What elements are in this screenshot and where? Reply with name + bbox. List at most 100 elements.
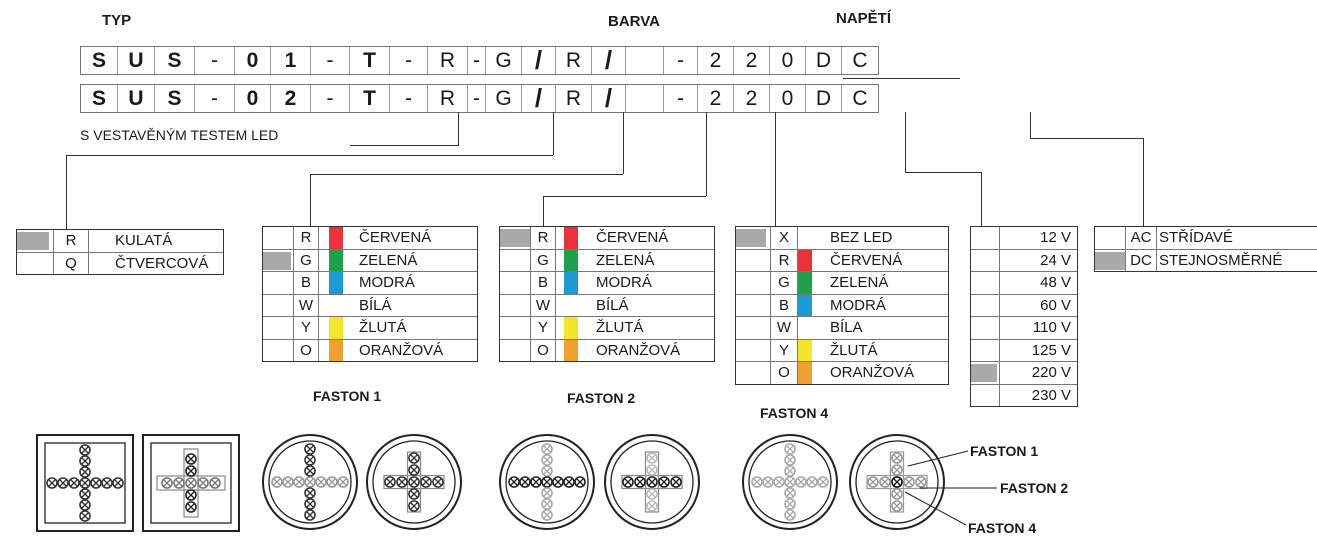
connector (775, 112, 776, 226)
option-code: G (770, 272, 798, 294)
round-lamp-outer (366, 434, 462, 530)
option-label: ORANŽOVÁ (830, 364, 915, 382)
color-swatch (798, 294, 812, 316)
led-icon (328, 478, 336, 486)
selected-marker (500, 229, 530, 247)
code-cell: G (486, 47, 522, 74)
divider (999, 339, 1000, 361)
led-icon (917, 478, 925, 486)
option-row: 60 V (971, 294, 1077, 317)
option-label: ŽLUTÁ (359, 319, 407, 337)
option-code: B (293, 272, 319, 294)
led-icon (893, 454, 901, 462)
code-cell: S (81, 47, 118, 74)
code-cell: R (428, 85, 468, 112)
led-icon (81, 512, 89, 520)
led-icon (532, 478, 540, 486)
option-code: Y (293, 317, 319, 339)
callout-faston4: FASTON 4 (968, 520, 1037, 536)
led-icon (306, 445, 314, 453)
code-cell: T (350, 47, 390, 74)
option-code: R (53, 230, 89, 252)
option-label: ČTVERCOVÁ (115, 254, 209, 272)
color-swatch (329, 317, 343, 339)
header-napeti: NAPĚTÍ (836, 10, 892, 27)
code-cell: 2 (734, 47, 770, 74)
led-icon (648, 478, 656, 486)
led-icon (295, 478, 303, 486)
code-cell: R (556, 85, 592, 112)
code-cell: 2 (271, 85, 311, 112)
option-label: 125 V (1031, 341, 1071, 359)
code-cell: - (311, 47, 350, 74)
option-row: R KULATÁ (17, 230, 223, 253)
round-lamp-outer (262, 434, 358, 530)
option-code: X (770, 227, 798, 249)
led-icon (905, 478, 913, 486)
code-cell: - (468, 85, 486, 112)
option-label: 60 V (1040, 296, 1071, 314)
option-row: 230 V (971, 384, 1077, 406)
code-cell: R (428, 47, 468, 74)
led-icon (893, 478, 901, 486)
selected-marker (17, 232, 49, 250)
round-lamp-inner (855, 440, 939, 524)
option-code: B (770, 294, 798, 316)
code-cell: - (311, 85, 350, 112)
led-icon (775, 478, 783, 486)
code-cell: / (592, 83, 626, 113)
led-icon (386, 478, 394, 486)
option-label: 230 V (1031, 386, 1071, 404)
option-label: BÍLÁ (359, 296, 392, 314)
connector (543, 196, 706, 197)
led-icon (819, 478, 827, 486)
option-code: AC (1125, 227, 1157, 249)
color-swatch (329, 294, 343, 316)
round-lamp-outer (849, 434, 945, 530)
option-label: STEJNOSMĚRNÉ (1159, 251, 1283, 269)
divider (999, 384, 1000, 406)
round-lamp-outer (742, 434, 838, 530)
led-icon (786, 456, 794, 464)
header-typ: TYP (102, 12, 132, 29)
led-icon (543, 511, 551, 519)
option-label: KULATÁ (115, 232, 173, 250)
led-icon (764, 478, 772, 486)
code-cell: R (556, 47, 592, 74)
round-lamp-inner (372, 440, 456, 524)
connector (1143, 138, 1144, 226)
code-cell: - (664, 47, 698, 74)
option-code: G (530, 249, 556, 271)
led-icon (187, 503, 195, 511)
color-swatch (564, 294, 578, 316)
connector (1030, 112, 1031, 138)
option-row: 110 V (971, 317, 1077, 340)
led-icon (59, 479, 67, 487)
code-cell: / (522, 45, 556, 75)
connector (543, 196, 544, 226)
led-icon (306, 500, 314, 508)
color-swatch (329, 272, 343, 294)
option-label: BEZ LED (830, 229, 893, 247)
led-icon (786, 489, 794, 497)
led-icon (624, 478, 632, 486)
led-icon (543, 456, 551, 464)
option-label: 220 V (1031, 364, 1071, 382)
color-swatch (564, 339, 578, 361)
led-icon (175, 479, 183, 487)
connector (623, 112, 624, 174)
color-swatch (798, 339, 812, 361)
led-icon (306, 478, 314, 486)
option-label: STŘÍDAVÉ (1159, 229, 1233, 247)
callout-line (907, 450, 969, 467)
